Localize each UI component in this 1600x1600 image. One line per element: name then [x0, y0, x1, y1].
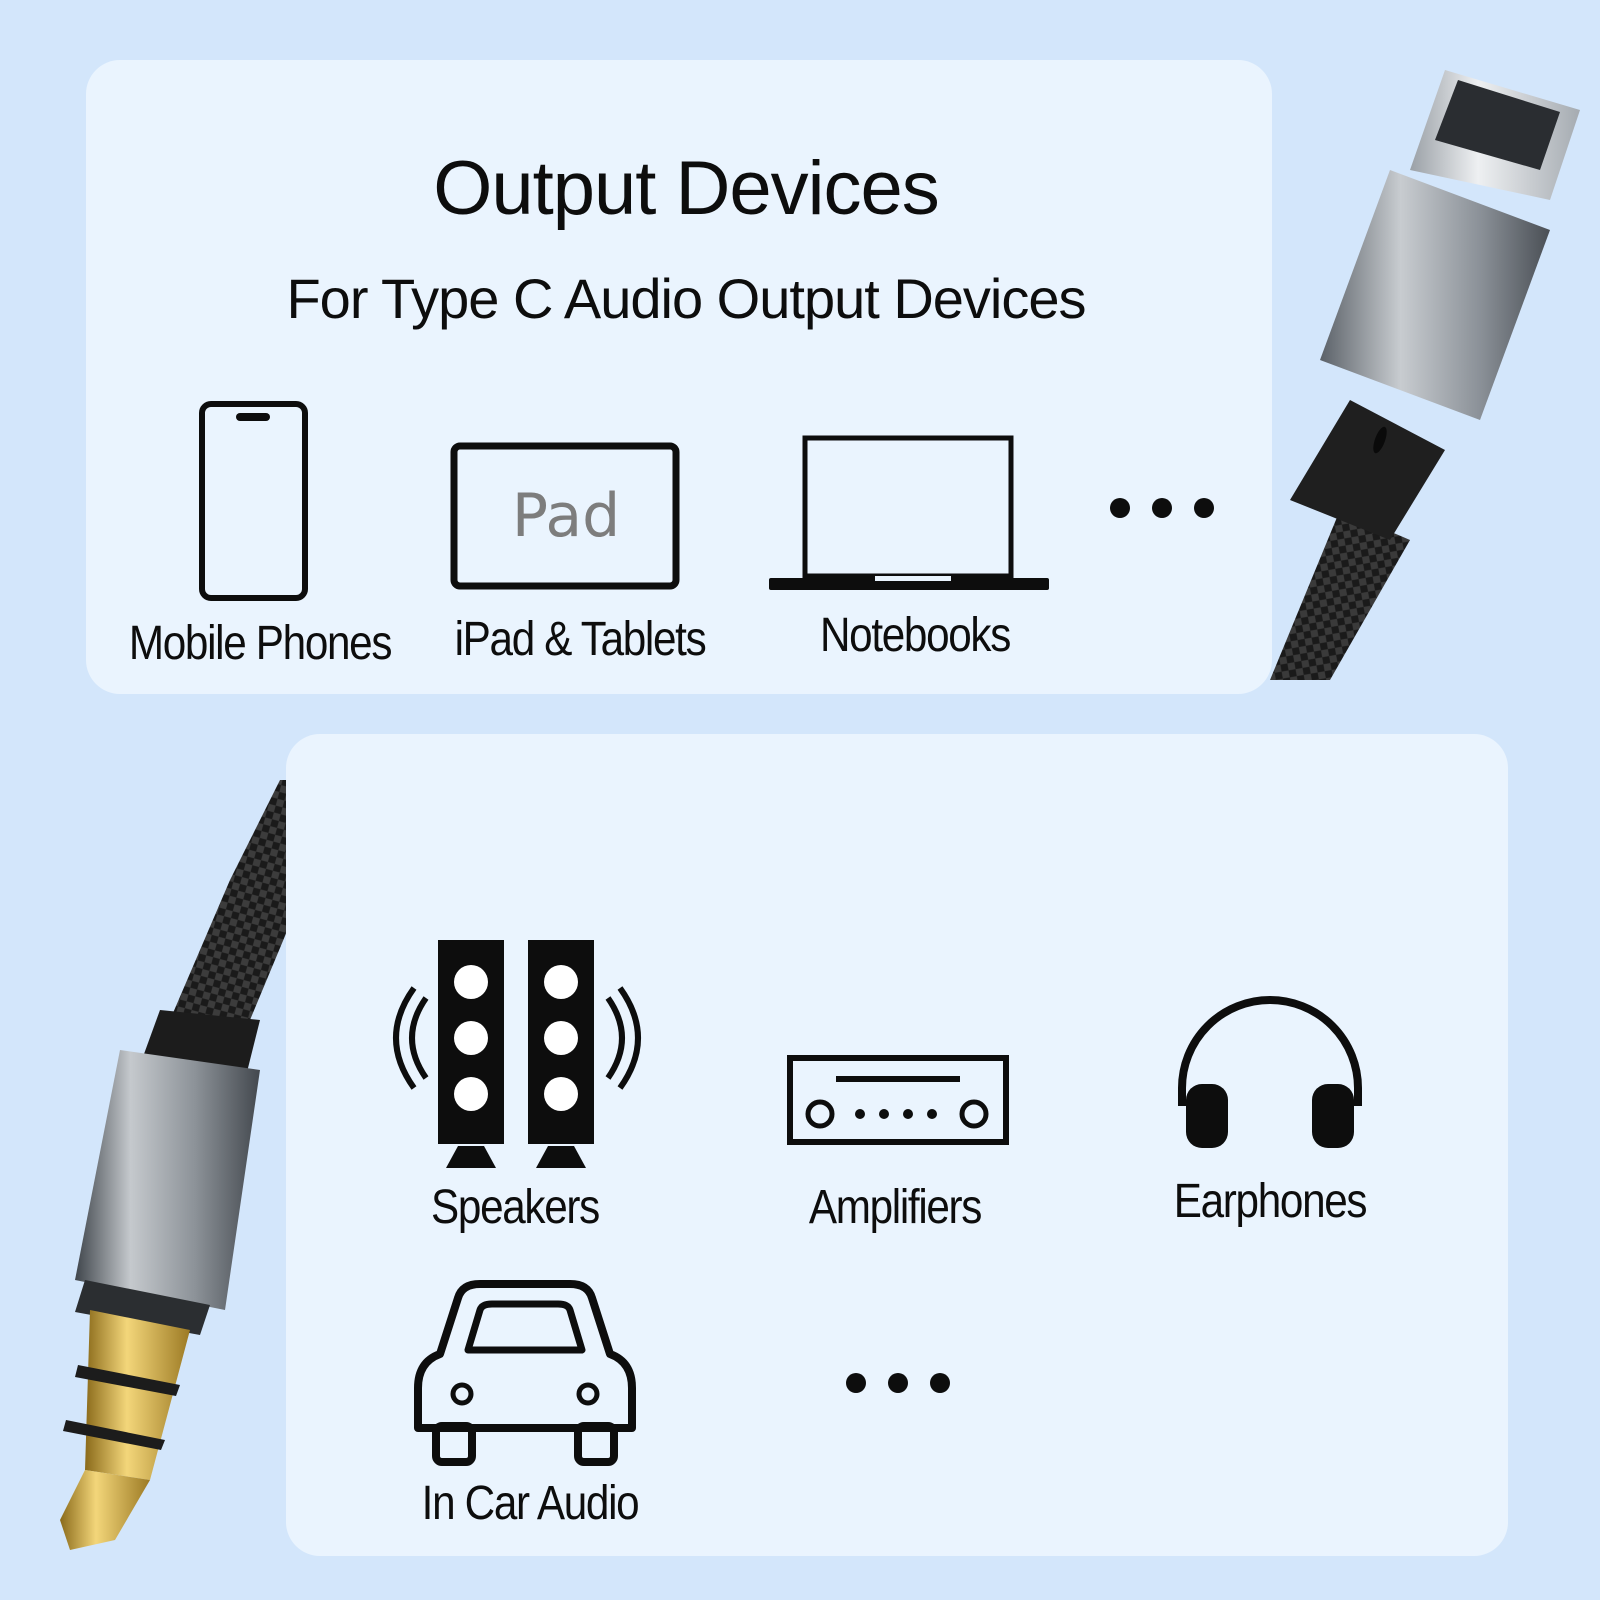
label-earphones: Earphones [1173, 1175, 1368, 1228]
phone-icon [199, 401, 308, 601]
more-icon [1110, 498, 1214, 518]
label-mobile-phones: Mobile Phones [128, 617, 393, 670]
label-ipad-tablets: iPad & Tablets [454, 613, 707, 666]
label-amplifiers: Amplifiers [808, 1181, 983, 1234]
page-subtitle: For Type C Audio Output Devices [286, 267, 1086, 330]
amplifier-icon [787, 1055, 1009, 1145]
laptop-icon [769, 435, 1049, 590]
label-in-car-audio: In Car Audio [421, 1477, 640, 1530]
aux-jack-cable-image [60, 780, 300, 1550]
car-icon [414, 1280, 636, 1466]
top-panel [86, 60, 1272, 694]
tablet-icon: Pad [450, 442, 680, 590]
label-speakers: Speakers [431, 1181, 600, 1234]
label-notebooks: Notebooks [819, 609, 1011, 662]
page-title: Output Devices [433, 146, 940, 231]
headphones-icon [1178, 996, 1362, 1148]
usb-c-cable-image [1270, 70, 1580, 680]
tablet-screen-text: Pad [512, 481, 620, 551]
speakers-icon [393, 940, 641, 1168]
more-icon-bottom [846, 1373, 950, 1393]
